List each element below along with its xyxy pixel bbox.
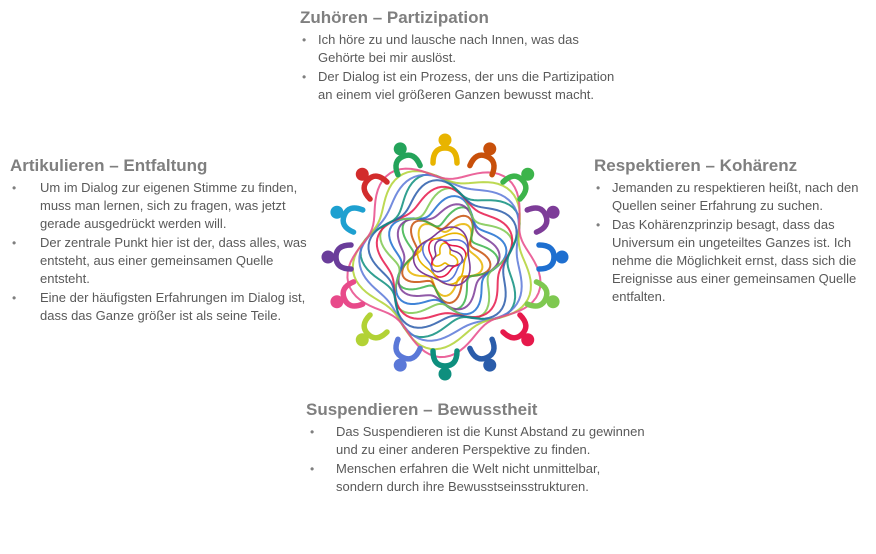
person-icon [355,167,390,202]
person-body [524,279,550,309]
person-icon [330,279,366,309]
person-body [467,336,497,362]
person-body [340,279,366,309]
section-title: Suspendieren – Bewusstheit [306,400,538,419]
bullet-list: •Jemanden zu respektieren heißt, nach de… [594,179,874,306]
person-head [355,333,369,347]
person-head [321,250,335,264]
person-head [483,358,497,372]
swirl-line [359,173,521,339]
swirl-line [412,226,471,287]
person-head [546,205,560,219]
swirl-line [358,173,523,342]
person-icon [355,312,390,347]
people-ring [321,133,569,381]
list-item: •Um im Dialog zur eigenen Stimme zu find… [12,180,298,231]
list-item: •Eine der häufigsten Erfahrungen im Dial… [12,290,306,323]
person-icon [536,242,569,272]
person-icon [321,242,354,272]
person-head [483,142,497,156]
person-icon [430,348,460,381]
circle-of-people-graphic [321,133,569,381]
person-body [393,152,423,178]
person-body [430,145,460,166]
list-item: •Das Kohärenzprinzip besagt, dass das Un… [596,217,857,304]
artikulieren-section: Artikulieren – Entfaltung •Um im Dialog … [10,156,310,326]
person-head [393,358,407,372]
respektieren-section: Respektieren – Kohärenz •Jemanden zu res… [594,156,874,307]
swirl-lines [346,167,542,359]
person-body [524,205,550,235]
person-icon [467,336,497,372]
swirl-line [416,232,470,286]
swirl-line [375,185,514,320]
person-head [438,367,452,381]
bullet-list: •Um im Dialog zur eigenen Stimme zu find… [10,179,310,325]
person-icon [524,279,560,309]
person-head [438,133,452,147]
swirl-line [351,170,532,351]
person-head [393,142,407,156]
person-body [393,336,423,362]
person-icon [500,312,535,347]
person-body [333,242,354,272]
person-head [555,250,569,264]
section-title: Respektieren – Kohärenz [594,156,798,175]
person-body [500,312,529,341]
person-icon [467,142,497,178]
list-item: •Der zentrale Punkt hier ist der, dass a… [12,235,307,286]
person-body [430,348,460,369]
list-item: •Menschen erfahren die Welt nicht unmitt… [310,461,601,494]
circle-of-people-icon [314,126,576,388]
person-head [330,295,344,309]
swirl-line [428,237,467,278]
person-body [467,152,497,178]
bullet-list: •Das Suspendieren ist die Kunst Abstand … [306,423,646,496]
person-icon [430,133,460,166]
person-icon [393,142,423,178]
person-head [330,205,344,219]
person-body [361,173,390,202]
bullet-list: •Ich höre zu und lausche nach Innen, was… [300,31,620,104]
swirl-line [430,239,464,273]
person-icon [524,205,560,235]
zuhoeren-section: Zuhören – Partizipation •Ich höre zu und… [300,8,620,105]
person-head [521,167,535,181]
person-icon [330,205,366,235]
suspendieren-section: Suspendieren – Bewusstheit •Das Suspendi… [306,400,646,497]
list-item: •Jemanden zu respektieren heißt, nach de… [596,180,859,213]
person-body [500,173,529,202]
person-head [521,333,535,347]
person-icon [500,167,535,202]
person-body [361,312,390,341]
list-item: •Ich höre zu und lausche nach Innen, was… [302,32,579,65]
section-title: Zuhören – Partizipation [300,8,489,27]
person-body [340,205,366,235]
list-item: •Der Dialog ist ein Prozess, der uns die… [302,69,615,102]
section-title: Artikulieren – Entfaltung [10,156,208,175]
list-item: •Das Suspendieren ist die Kunst Abstand … [310,424,645,457]
person-icon [393,336,423,372]
person-head [355,167,369,181]
swirl-line [421,237,469,283]
person-head [546,295,560,309]
person-body [536,242,557,272]
